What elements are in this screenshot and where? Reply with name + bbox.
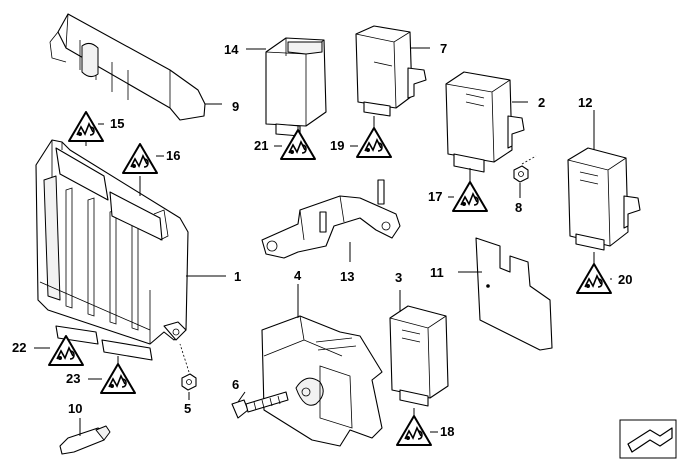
part-nut-8 bbox=[513, 155, 537, 183]
callout-13: 13 bbox=[340, 269, 354, 284]
esd-warning-triangle-icon bbox=[100, 363, 136, 394]
part-relay-12 bbox=[567, 147, 641, 251]
part-relay-14 bbox=[265, 37, 327, 137]
callout-10: 10 bbox=[68, 401, 82, 416]
callout-7: 7 bbox=[440, 41, 447, 56]
part-nut-5 bbox=[179, 343, 197, 391]
part-relay-2 bbox=[445, 71, 525, 173]
part-screw bbox=[231, 391, 289, 419]
callout-20: 20 bbox=[618, 272, 632, 287]
callout-4: 4 bbox=[294, 268, 302, 283]
part-cover bbox=[49, 13, 206, 121]
part-mounting-bracket bbox=[261, 179, 401, 259]
callout-23: 23 bbox=[66, 371, 80, 386]
callout-3: 3 bbox=[395, 270, 402, 285]
esd-warning-triangle-icon bbox=[356, 127, 392, 158]
part-relay-holder bbox=[261, 315, 383, 447]
callout-19: 19 bbox=[330, 138, 344, 153]
esd-warning-triangle-icon bbox=[396, 415, 432, 446]
callout-16: 16 bbox=[166, 148, 180, 163]
part-plug-connector bbox=[59, 425, 111, 455]
callout-9: 9 bbox=[232, 99, 239, 114]
callout-14: 14 bbox=[224, 42, 239, 57]
callout-12: 12 bbox=[578, 95, 592, 110]
part-lower-plugs bbox=[55, 325, 153, 361]
callout-11: 11 bbox=[430, 265, 444, 280]
part-control-unit-holder bbox=[35, 139, 189, 345]
esd-warning-triangle-icon bbox=[452, 181, 488, 212]
callout-8: 8 bbox=[515, 200, 522, 215]
callout-6: 6 bbox=[232, 377, 239, 392]
callout-21: 21 bbox=[254, 138, 268, 153]
callout-15: 15 bbox=[110, 116, 124, 131]
callout-22: 22 bbox=[12, 340, 26, 355]
callout-labels: 9 14 7 2 12 8 1 13 11 4 3 6 5 10 15 16 2… bbox=[12, 41, 632, 439]
callout-5: 5 bbox=[184, 401, 191, 416]
part-cover-plate bbox=[475, 237, 553, 351]
callout-17: 17 bbox=[428, 189, 442, 204]
esd-warning-triangle-icon bbox=[68, 111, 104, 142]
callout-18: 18 bbox=[440, 424, 454, 439]
view-direction-arrow-icon bbox=[619, 419, 677, 459]
part-relay-7 bbox=[355, 25, 427, 117]
label-ticks bbox=[34, 123, 612, 433]
esd-warning-triangle-icon bbox=[122, 143, 158, 174]
part-relay-3 bbox=[389, 305, 449, 407]
callout-1: 1 bbox=[234, 269, 241, 284]
callout-2: 2 bbox=[538, 95, 545, 110]
esd-warning-triangle-icon bbox=[576, 263, 612, 294]
